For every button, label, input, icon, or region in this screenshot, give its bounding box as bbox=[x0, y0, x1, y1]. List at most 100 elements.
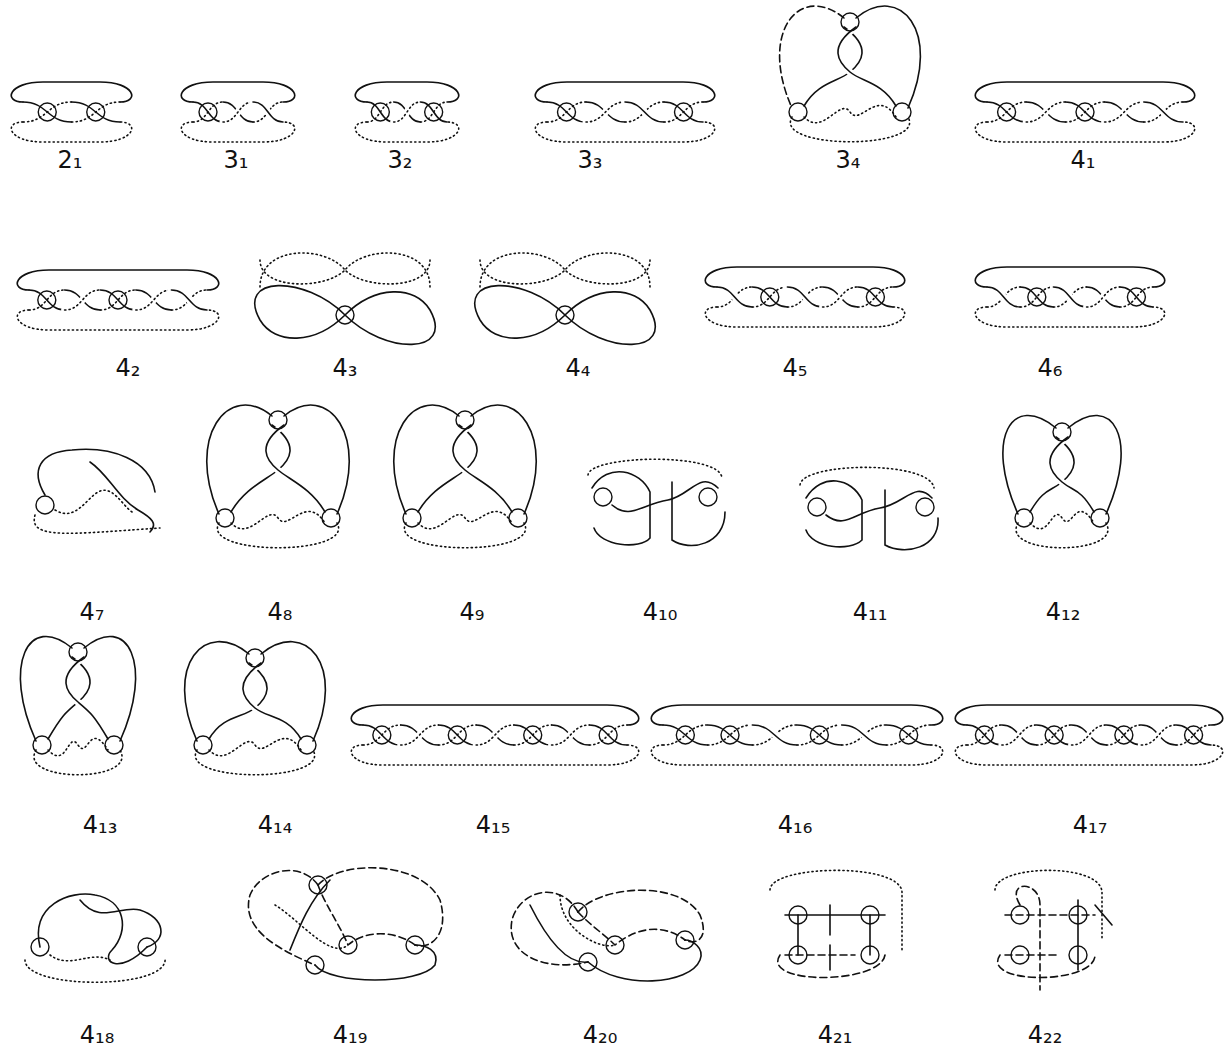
knot-strand bbox=[136, 290, 172, 310]
knot-strand bbox=[72, 102, 121, 122]
knot-strand bbox=[663, 725, 708, 745]
virtual-crossing bbox=[861, 946, 879, 964]
virtual-crossing bbox=[1028, 288, 1046, 306]
knot-strand bbox=[987, 287, 1020, 307]
knot-strand bbox=[625, 102, 664, 122]
knot-strand bbox=[651, 745, 942, 765]
knot-strand bbox=[80, 900, 161, 947]
knot-strand bbox=[65, 290, 101, 310]
knot-strand bbox=[223, 102, 253, 122]
virtual-crossing bbox=[1011, 906, 1029, 924]
knot-strand bbox=[588, 940, 701, 981]
knot-strand bbox=[798, 915, 870, 955]
knot-strand bbox=[708, 725, 753, 745]
knot-strand bbox=[209, 739, 301, 756]
knot-strand bbox=[11, 122, 131, 142]
knot-strand bbox=[664, 102, 703, 122]
knot-strand bbox=[367, 102, 394, 122]
knot-strand bbox=[785, 914, 885, 916]
virtual-crossing bbox=[558, 103, 576, 121]
knot-label: 3₂ bbox=[388, 146, 413, 174]
knot-strand bbox=[552, 725, 590, 745]
virtual-crossing bbox=[916, 498, 934, 516]
knot-strand bbox=[987, 102, 1026, 122]
knot-strand bbox=[253, 102, 283, 122]
knot-strand bbox=[253, 102, 283, 122]
virtual-crossing bbox=[808, 498, 826, 516]
knot-strand bbox=[829, 905, 831, 970]
knot-strand bbox=[65, 290, 101, 310]
knot-strand bbox=[1144, 102, 1183, 122]
knot-strand bbox=[1030, 512, 1094, 529]
virtual-crossing bbox=[606, 936, 624, 954]
virtual-crossing bbox=[306, 956, 324, 974]
knot-strand bbox=[261, 642, 325, 741]
knot-label: 4₁₀ bbox=[643, 598, 678, 626]
virtual-crossing bbox=[298, 736, 316, 754]
knot-strand bbox=[401, 725, 439, 745]
knot-strand bbox=[1005, 954, 1060, 956]
knot-strand bbox=[975, 122, 1194, 142]
knot-strand bbox=[586, 102, 625, 122]
knot-strand bbox=[1068, 416, 1121, 514]
knot-strand bbox=[480, 253, 650, 287]
knot-label: 4₈ bbox=[268, 598, 293, 626]
knot-strand bbox=[995, 870, 1102, 940]
knot-strand bbox=[476, 725, 514, 745]
knot-strand bbox=[260, 253, 430, 287]
knot-strand bbox=[1053, 287, 1086, 307]
virtual-crossing bbox=[322, 509, 340, 527]
knot-label: 4₁₉ bbox=[333, 1021, 368, 1049]
knot-strand bbox=[11, 82, 131, 102]
knot-strand bbox=[797, 725, 842, 745]
knot-strand bbox=[1105, 102, 1144, 122]
knot-strand bbox=[476, 725, 514, 745]
knot-strand bbox=[752, 287, 787, 307]
knot-strand bbox=[193, 102, 223, 122]
knot-strand bbox=[787, 287, 822, 307]
virtual-crossing bbox=[721, 726, 739, 744]
virtual-crossing bbox=[1185, 726, 1203, 744]
knot-strand bbox=[547, 102, 586, 122]
virtual-crossing bbox=[789, 946, 807, 964]
knot-strand bbox=[48, 739, 108, 756]
knot-strand bbox=[1026, 102, 1065, 122]
knot-strand bbox=[955, 705, 1222, 725]
knot-strand bbox=[858, 287, 893, 307]
knot-label: 4₉ bbox=[460, 598, 485, 626]
knot-strand bbox=[17, 270, 218, 290]
knot-strand bbox=[800, 467, 934, 488]
virtual-crossing bbox=[761, 288, 779, 306]
knot-strand bbox=[275, 905, 348, 948]
virtual-crossing bbox=[1045, 726, 1063, 744]
knot-strand bbox=[787, 287, 822, 307]
knot-strand bbox=[560, 895, 615, 946]
knot-strand bbox=[1002, 725, 1037, 745]
knot-strand bbox=[1072, 725, 1107, 745]
knot-strand bbox=[705, 307, 904, 327]
knot-strand bbox=[480, 253, 650, 287]
knot-strand bbox=[171, 290, 207, 310]
knot-strand bbox=[1016, 523, 1108, 548]
knot-strand bbox=[284, 405, 349, 514]
virtual-crossing bbox=[556, 306, 574, 324]
knot-strand bbox=[100, 290, 136, 310]
knot-strand bbox=[1120, 287, 1153, 307]
knot-strand bbox=[1065, 102, 1104, 122]
knot-strand bbox=[1141, 725, 1176, 745]
knot-strand bbox=[806, 481, 862, 547]
virtual-crossing bbox=[1015, 509, 1033, 527]
knot-label: 4₇ bbox=[80, 598, 105, 626]
knot-strand bbox=[355, 122, 458, 142]
knot-strand bbox=[987, 287, 1020, 307]
knot-strand bbox=[717, 287, 752, 307]
knot-strand bbox=[38, 894, 147, 964]
knot-strand bbox=[842, 725, 887, 745]
knot-strand bbox=[181, 122, 294, 142]
knot-label: 3₁ bbox=[224, 146, 249, 174]
knot-strand bbox=[363, 725, 401, 745]
knot-strand bbox=[193, 102, 223, 122]
knot-strand bbox=[34, 750, 122, 775]
knot-strand bbox=[780, 6, 844, 108]
